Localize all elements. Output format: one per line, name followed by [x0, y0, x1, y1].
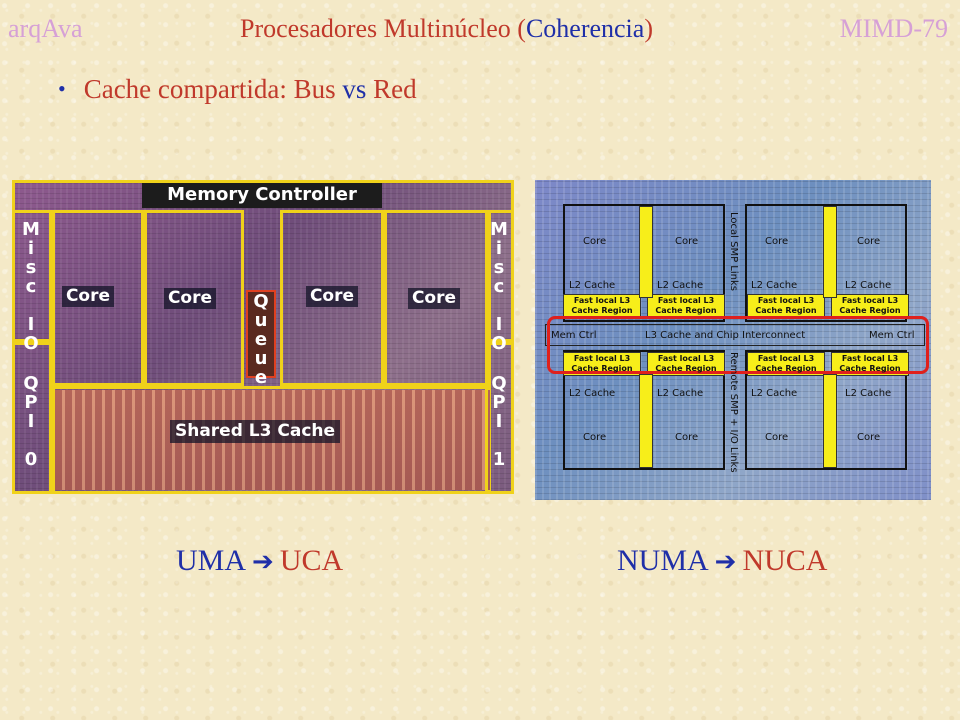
core-label-bl-1: Core	[583, 432, 607, 443]
l3-strip-tl	[639, 206, 653, 298]
caption-uma-uca: UMA➔UCA	[176, 544, 343, 578]
core-label-tl-2: Core	[675, 236, 699, 247]
caption-numa: NUMA	[617, 544, 709, 577]
interconnect-band	[545, 324, 925, 346]
quad-top-right	[745, 204, 907, 322]
bullet-item: • Cache compartida: Bus vs Red	[58, 74, 417, 105]
bullet-post: Red	[366, 74, 417, 104]
l2-label-tl-1: L2 Cache	[569, 280, 616, 291]
quad-bottom-left	[563, 350, 725, 470]
core-label-tl-1: Core	[583, 236, 607, 247]
header-right: MIMD-79	[839, 14, 948, 43]
arrow-right-icon: ➔	[714, 547, 737, 577]
l2-label-tl-2: L2 Cache	[657, 280, 704, 291]
bullet-dot-icon: •	[58, 76, 66, 101]
core-block-2	[144, 210, 244, 386]
arrow-right-icon: ➔	[252, 547, 274, 577]
caption-uma: UMA	[176, 544, 247, 577]
title-main: Procesadores Multinúcleo (	[240, 14, 526, 43]
title-close: )	[644, 14, 653, 43]
caption-nuca: NUCA	[742, 544, 828, 577]
mem-ctrl-left-label: Mem Ctrl	[551, 330, 597, 341]
core-label-tr-2: Core	[857, 236, 881, 247]
title-accent: Coherencia	[525, 14, 645, 43]
mem-ctrl-right-label: Mem Ctrl	[869, 330, 915, 341]
misc-io-right-block	[488, 210, 514, 342]
core-label-4: Core	[408, 288, 460, 309]
header-left: arqAva	[8, 14, 83, 43]
caption-numa-nuca: NUMA➔NUCA	[617, 544, 827, 578]
l2-label-br-1: L2 Cache	[751, 388, 798, 399]
interconnect-label: L3 Cache and Chip Interconnect	[645, 330, 806, 341]
shared-l3-block	[52, 386, 488, 494]
l2-label-tr-2: L2 Cache	[845, 280, 892, 291]
core-label-br-1: Core	[765, 432, 789, 443]
core-block-3	[280, 210, 384, 386]
caption-uca: UCA	[279, 544, 344, 577]
core-block-1	[52, 210, 144, 386]
l3-strip-bl	[639, 374, 653, 468]
numa-die-image: Core Core Core Core Core Core Core Core …	[535, 180, 931, 500]
qpi-left-block	[12, 342, 52, 494]
local-smp-label: Local SMP Links	[728, 212, 739, 291]
interconnect-highlight	[547, 316, 929, 374]
remote-smp-label: Remote SMP + I/O Links	[728, 352, 739, 473]
bullet-pre: Cache compartida: Bus	[83, 74, 343, 104]
misc-io-left-block	[12, 210, 52, 342]
bullet-vs: vs	[342, 74, 367, 104]
l2-label-bl-1: L2 Cache	[569, 388, 616, 399]
core-label-tr-1: Core	[765, 236, 789, 247]
l3-strip-br	[823, 374, 837, 468]
l2-label-bl-2: L2 Cache	[657, 388, 704, 399]
l2-label-br-2: L2 Cache	[845, 388, 892, 399]
l3-strip-tr	[823, 206, 837, 298]
l2-label-tr-1: L2 Cache	[751, 280, 798, 291]
core-label-2: Core	[164, 288, 216, 309]
slide-title: Procesadores Multinúcleo (Coherencia)	[240, 14, 653, 44]
core-block-4	[384, 210, 488, 386]
core-label-bl-2: Core	[675, 432, 699, 443]
core-label-br-2: Core	[857, 432, 881, 443]
core-label-1: Core	[62, 286, 114, 307]
queue-block	[246, 290, 276, 378]
memory-controller-label: Memory Controller	[142, 182, 382, 208]
core-label-3: Core	[306, 286, 358, 307]
quad-bottom-right	[745, 350, 907, 470]
quad-top-left	[563, 204, 725, 322]
shared-l3-label: Shared L3 Cache	[170, 420, 340, 443]
